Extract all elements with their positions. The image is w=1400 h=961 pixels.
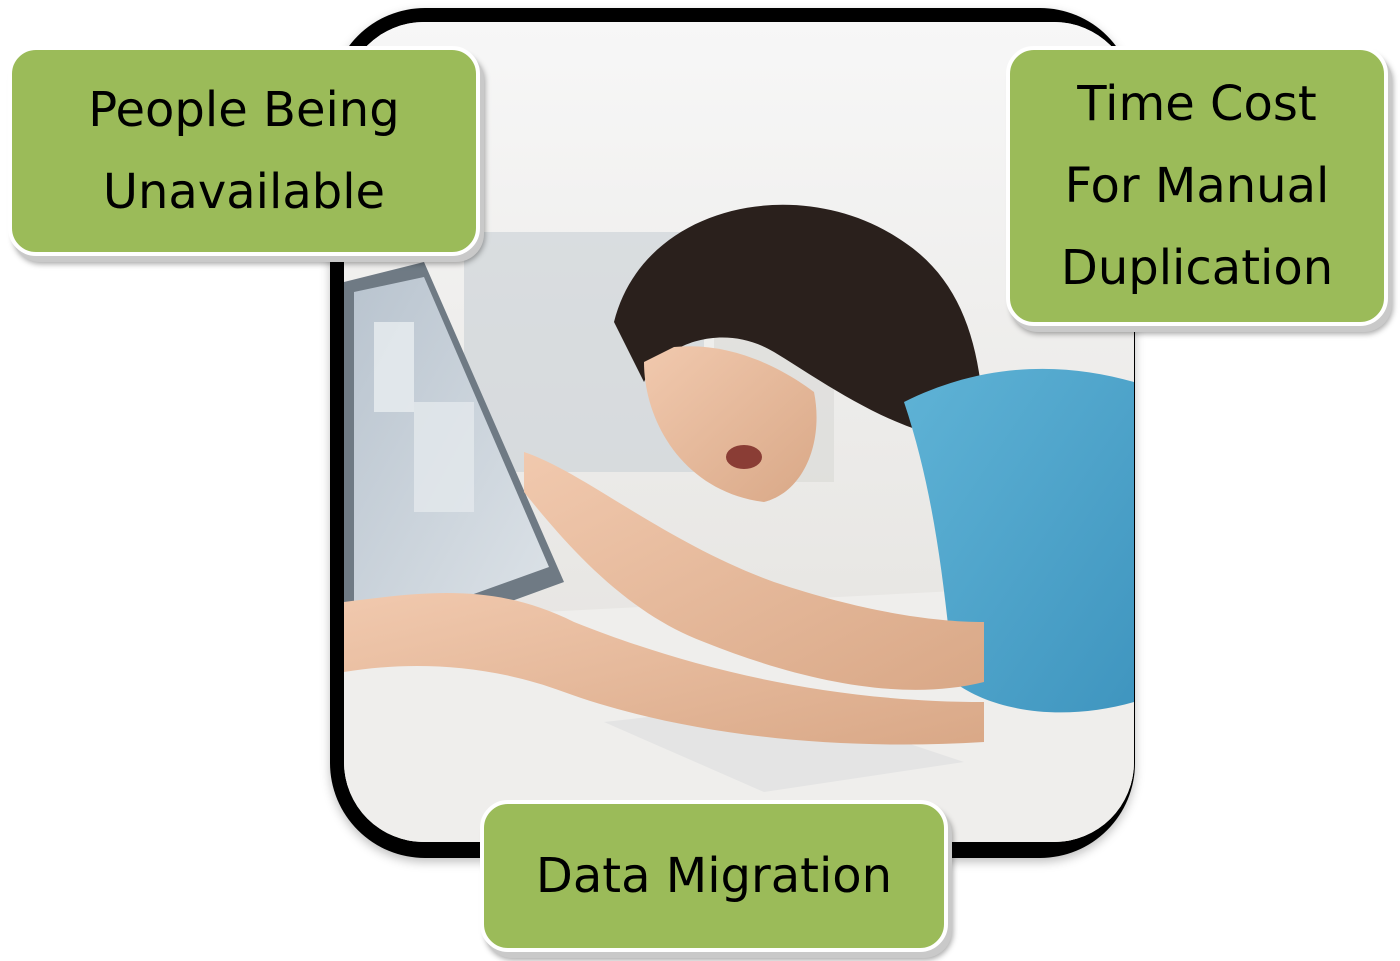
woman-at-computer-photo xyxy=(344,22,1134,842)
label-time-cost-manual-duplication-text: Time Cost For Manual Duplication xyxy=(1060,76,1334,296)
label-time-cost-manual-duplication: Time Cost For Manual Duplication xyxy=(1006,46,1388,326)
label-people-being-unavailable-text: People Being Unavailable xyxy=(88,82,400,220)
label-data-migration-text: Data Migration xyxy=(535,848,893,904)
label-data-migration: Data Migration xyxy=(480,800,948,952)
label-people-being-unavailable: People Being Unavailable xyxy=(8,46,480,256)
